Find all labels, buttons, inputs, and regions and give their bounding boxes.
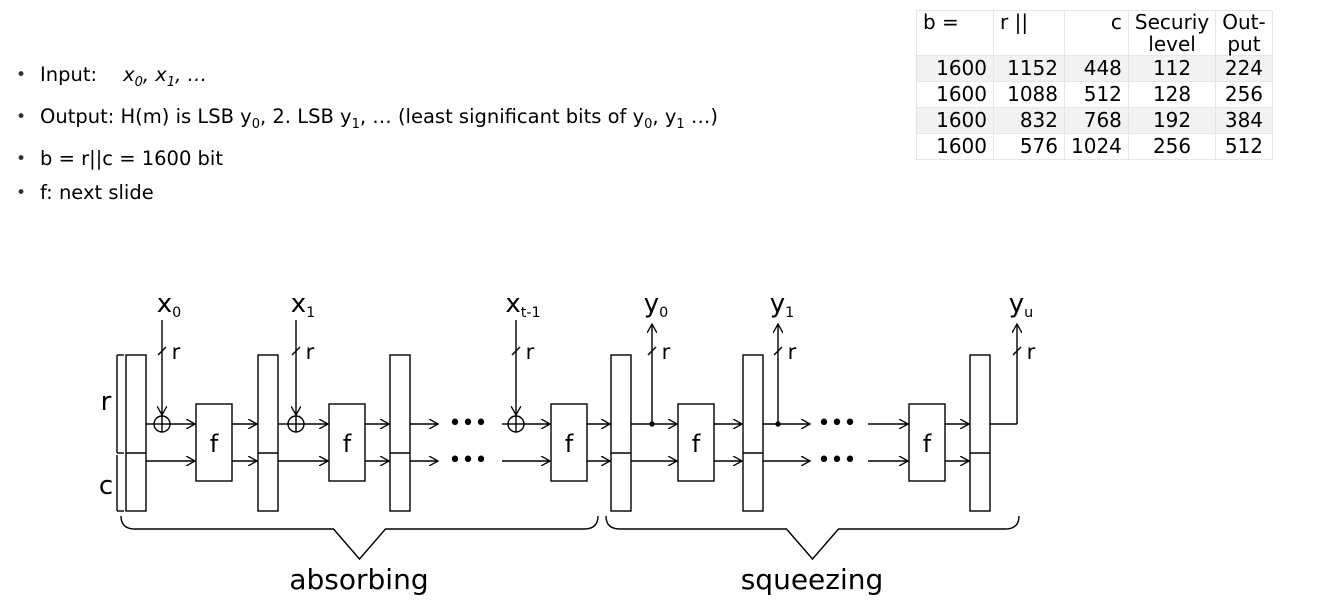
f-label: f bbox=[343, 430, 352, 458]
table-cell: 576 bbox=[993, 133, 1065, 160]
table-cell: 384 bbox=[1215, 107, 1273, 134]
rate-label: r bbox=[526, 340, 535, 364]
rate-slash bbox=[1012, 346, 1022, 356]
rate-slash bbox=[157, 346, 167, 356]
state-register bbox=[257, 354, 279, 512]
ellipsis: ••• bbox=[449, 411, 488, 436]
absorbing-brace bbox=[120, 515, 599, 561]
f-label: f bbox=[923, 430, 932, 458]
state-register bbox=[610, 354, 632, 512]
bullet-output: •Output: H(m) is LSB y0, 2. LSB y1, … (l… bbox=[16, 104, 718, 132]
table-row: 1600 1088 512 128 256 bbox=[916, 81, 1273, 108]
bullet-list: • Input:x0, x1, … •Output: H(m) is LSB y… bbox=[14, 58, 718, 210]
rate-label: r bbox=[788, 340, 797, 364]
ellipsis: ••• bbox=[818, 448, 857, 473]
bullet-f: •f: next slide bbox=[16, 180, 154, 204]
r-side-label: r bbox=[101, 387, 112, 417]
table-cell: 512 bbox=[1215, 133, 1273, 160]
rate-slash bbox=[511, 346, 521, 356]
table-cell: 832 bbox=[993, 107, 1065, 134]
table-row: 1600 576 1024 256 512 bbox=[916, 133, 1273, 160]
f-text: f: next slide bbox=[40, 180, 154, 204]
table-cell: 1600 bbox=[916, 107, 994, 134]
input-label: Input: bbox=[40, 63, 98, 86]
ellipsis: ••• bbox=[449, 448, 488, 473]
state-register bbox=[742, 354, 764, 512]
header-c: c bbox=[1064, 10, 1129, 56]
rate-slash bbox=[291, 346, 301, 356]
table-cell: 1600 bbox=[916, 55, 994, 82]
table-cell: 128 bbox=[1127, 81, 1217, 108]
table-cell: 1088 bbox=[993, 81, 1065, 108]
c-side-label: c bbox=[99, 471, 113, 501]
bullet-input: • Input:x0, x1, … bbox=[16, 63, 208, 90]
f-label: f bbox=[210, 430, 219, 458]
table-cell: 1024 bbox=[1064, 133, 1129, 160]
f-box bbox=[195, 403, 233, 482]
table-cell: 256 bbox=[1215, 81, 1273, 108]
input-values: x0, x1, … bbox=[123, 63, 208, 90]
output-text: Output: H(m) is LSB y0, 2. LSB y1, … (le… bbox=[40, 104, 718, 132]
b-text: b = r||c = 1600 bit bbox=[40, 146, 223, 170]
table-cell: 768 bbox=[1064, 107, 1129, 134]
f-box bbox=[328, 403, 366, 482]
table-cell: 192 bbox=[1127, 107, 1217, 134]
f-label: f bbox=[565, 430, 574, 458]
absorbing-label: absorbing bbox=[289, 563, 428, 596]
rate-slash bbox=[647, 346, 657, 356]
table-cell: 1600 bbox=[916, 133, 994, 160]
state-register bbox=[125, 354, 147, 512]
table-row: 1600 832 768 192 384 bbox=[916, 107, 1273, 134]
output-label: yu bbox=[1009, 289, 1033, 321]
rate-label: r bbox=[306, 340, 315, 364]
input-label: x1 bbox=[291, 289, 316, 321]
header-r: r || bbox=[993, 10, 1065, 56]
input-label: xt-1 bbox=[505, 289, 540, 321]
rate-slash bbox=[773, 346, 783, 356]
f-box bbox=[677, 403, 715, 482]
input-label: x0 bbox=[157, 289, 182, 321]
f-box bbox=[550, 403, 588, 482]
header-b: b = bbox=[916, 10, 994, 56]
state-register bbox=[969, 354, 991, 512]
state-register bbox=[389, 354, 411, 512]
rate-label: r bbox=[662, 340, 671, 364]
table-cell: 1152 bbox=[993, 55, 1065, 82]
table-cell: 224 bbox=[1215, 55, 1273, 82]
f-label: f bbox=[692, 430, 701, 458]
f-box bbox=[908, 403, 946, 482]
ellipsis: ••• bbox=[818, 411, 857, 436]
output-label: y0 bbox=[644, 289, 669, 321]
table-cell: 1600 bbox=[916, 81, 994, 108]
table-cell: 112 bbox=[1127, 55, 1217, 82]
rate-label: r bbox=[1027, 340, 1036, 364]
header-output: Out-put bbox=[1215, 10, 1273, 56]
bullet-b: •b = r||c = 1600 bit bbox=[16, 146, 223, 170]
squeezing-label: squeezing bbox=[741, 563, 884, 596]
rate-label: r bbox=[172, 340, 181, 364]
table-cell: 256 bbox=[1127, 133, 1217, 160]
table-cell: 448 bbox=[1064, 55, 1129, 82]
squeezing-brace bbox=[605, 515, 1020, 561]
table-row: 1600 1152 448 112 224 bbox=[916, 55, 1273, 82]
output-label: y1 bbox=[770, 289, 795, 321]
